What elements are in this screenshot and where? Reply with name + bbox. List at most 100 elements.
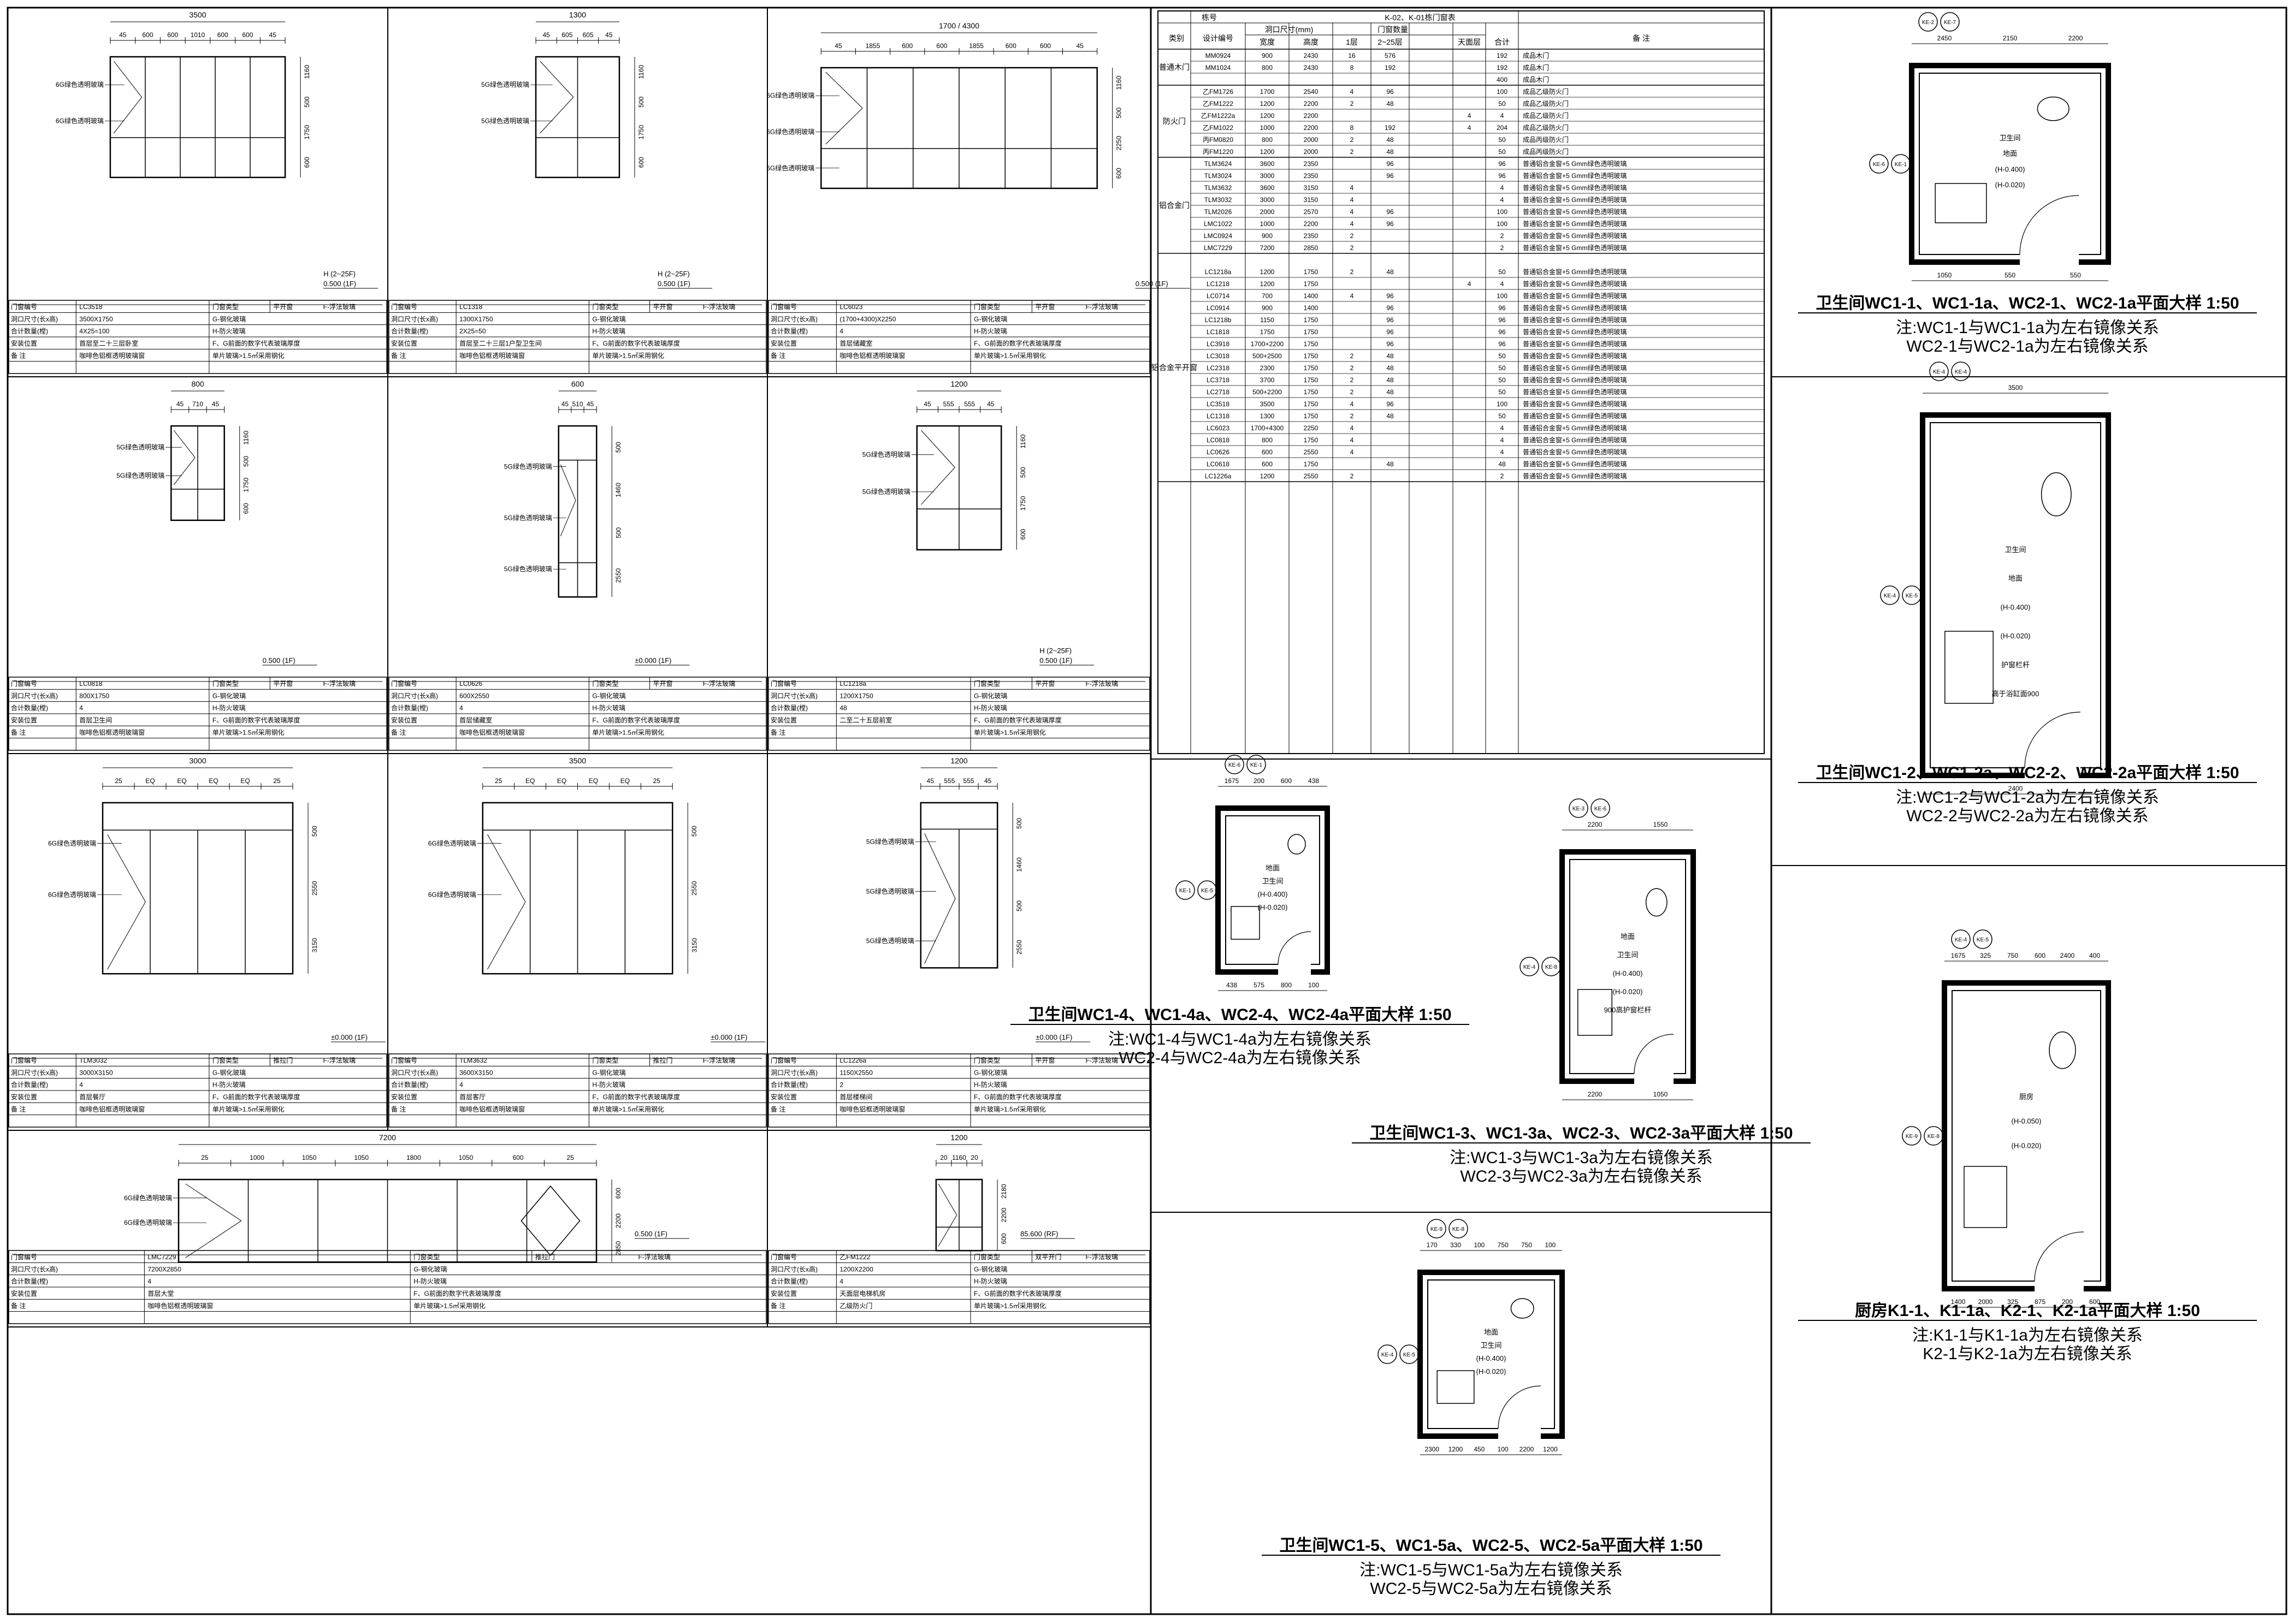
plan-label: 卫生间 <box>2005 546 2026 554</box>
dim-total: 1200 <box>950 1133 967 1142</box>
schedule-cell: 4 <box>1350 436 1354 444</box>
dim-vertical: 2550 <box>1015 940 1023 955</box>
schedule-cell: 1000 <box>1260 124 1275 132</box>
dim-segment: 1855 <box>866 42 880 50</box>
glass-legend: G-钢化玻璃 <box>212 692 246 700</box>
sash-swing <box>185 1220 242 1258</box>
plan-dim-bottom: 1050 <box>1937 271 1952 279</box>
plan-dim-top: 330 <box>1450 1241 1461 1249</box>
spec-value-id: LC3518 <box>79 303 102 311</box>
schedule-cell: 192 <box>1385 124 1396 132</box>
plan-title-block: 卫生间WC1-2、WC1-2a、WC2-2、WC2-2a平面大样 1:50注:W… <box>1798 764 2257 825</box>
dim-vertical: 500 <box>1015 900 1023 911</box>
plan-inner-wall <box>1569 859 1686 1074</box>
schedule-cell: 4 <box>1500 196 1504 204</box>
plan-label: 卫生间 <box>1617 951 1638 959</box>
schedule-cell: 3600 <box>1260 160 1275 168</box>
schedule-cell: 96 <box>1498 304 1506 312</box>
dim-segment: 1855 <box>969 42 984 50</box>
schedule-cell: 100 <box>1497 400 1507 408</box>
axis-tag-circle <box>1902 1126 1921 1146</box>
axis-tag: KE-8 <box>1452 1226 1465 1232</box>
schedule-cell: 普通铝合金窗+5 Gmm绿色透明玻璃 <box>1523 232 1627 240</box>
spec-label-type: 门窗类型 <box>974 303 1000 311</box>
spec-label-note: 备 注 <box>771 1105 785 1113</box>
schedule-cell: 成品乙级防火门 <box>1523 99 1569 108</box>
plan-dim-top: 1550 <box>1653 821 1668 828</box>
schedule-cell: 2540 <box>1304 88 1319 96</box>
plan-label: (H-0.400) <box>1995 165 2025 173</box>
schedule-cell: 4 <box>1500 280 1504 288</box>
spec-value-type: 推拉门 <box>535 1253 555 1261</box>
plan-note: K2-1与K2-1a为左右镜像关系 <box>1923 1345 2132 1363</box>
dim-segment: 1000 <box>250 1154 264 1161</box>
spec-value-type: 平开窗 <box>653 680 673 687</box>
dim-vertical: 2850 <box>614 1241 622 1255</box>
dim-segment: 45 <box>542 31 550 39</box>
toilet-fixture <box>1510 1298 1534 1319</box>
spec-value-type: 推拉门 <box>653 1056 673 1064</box>
spec-label-id: 门窗编号 <box>11 303 37 311</box>
dim-vertical: 1750 <box>303 125 311 139</box>
hdr-total: 合计 <box>1494 38 1510 46</box>
schedule-cell: 2200 <box>1304 112 1319 120</box>
dim-total: 1200 <box>950 756 967 765</box>
schedule-cell: 普通铝合金窗+5 Gmm绿色透明玻璃 <box>1523 183 1627 192</box>
glass-callout: 5G绿色透明玻璃 <box>481 80 529 88</box>
spec-label-type: 门窗类型 <box>592 1056 618 1064</box>
schedule-cell: 204 <box>1497 124 1507 132</box>
sash-swing <box>560 464 576 501</box>
dim-vertical: 2200 <box>614 1213 622 1228</box>
dim-vertical: 2200 <box>1000 1207 1008 1222</box>
schedule-group-name: 铝合金门 <box>1159 201 1190 210</box>
dim-vertical: 500 <box>690 826 698 837</box>
schedule-cell: 96 <box>1386 88 1394 96</box>
schedule-cell: 100 <box>1497 88 1507 96</box>
spec-label-size: 洞口尺寸(长x高) <box>11 315 58 323</box>
plan-note: WC2-3与WC2-3a为左右镜像关系 <box>1460 1167 1702 1186</box>
dim-vertical: 1160 <box>303 64 311 79</box>
schedule-cell: 4 <box>1350 424 1354 432</box>
schedule-cell: 2300 <box>1260 364 1275 372</box>
schedule-cell: 普通铝合金窗+5 Gmm绿色透明玻璃 <box>1523 244 1627 252</box>
plan-inner-wall <box>1930 422 2101 768</box>
door-swing <box>2034 1231 2084 1282</box>
schedule-cell: 500+2200 <box>1252 388 1282 396</box>
glass-legend: 单片玻璃>1.5㎡采用钢化 <box>974 1105 1046 1113</box>
glass-legend: F-浮法玻璃 <box>1086 680 1118 687</box>
dim-segment: EQ <box>525 777 535 785</box>
schedule-cell: TLM3632 <box>1204 184 1232 192</box>
plan-dim-bottom: 550 <box>2070 271 2081 279</box>
plan-dim-bottom: 325 <box>2007 1298 2018 1306</box>
schedule-cell: 50 <box>1498 148 1506 156</box>
spec-label-loc: 安装位置 <box>11 1093 37 1101</box>
schedule-cell: 1750 <box>1304 460 1319 468</box>
glass-legend: F-浮法玻璃 <box>323 1057 356 1064</box>
axis-tag: KE-7 <box>1944 20 1956 26</box>
dim-segment: 555 <box>963 777 974 785</box>
dim-segment: 45 <box>119 31 127 39</box>
level-marker: 0.500 (1F) <box>323 280 356 288</box>
glass-legend: F-浮法玻璃 <box>1086 1057 1118 1064</box>
schedule-cell: 1300 <box>1260 412 1275 420</box>
sash-swing <box>540 61 574 98</box>
dim-vertical: 2550 <box>614 568 622 583</box>
hdr-qty: 门窗数量 <box>1377 25 1408 34</box>
dim-segment: 600 <box>242 31 253 39</box>
schedule-cell: 96 <box>1386 172 1394 180</box>
spec-value-loc: 二至二十五层前室 <box>839 716 892 724</box>
dim-vertical: 500 <box>1019 467 1027 478</box>
schedule-cell: 2 <box>1350 388 1354 396</box>
spec-value-size: 1150X2550 <box>839 1069 873 1076</box>
spec-label-type: 门窗类型 <box>592 679 618 687</box>
